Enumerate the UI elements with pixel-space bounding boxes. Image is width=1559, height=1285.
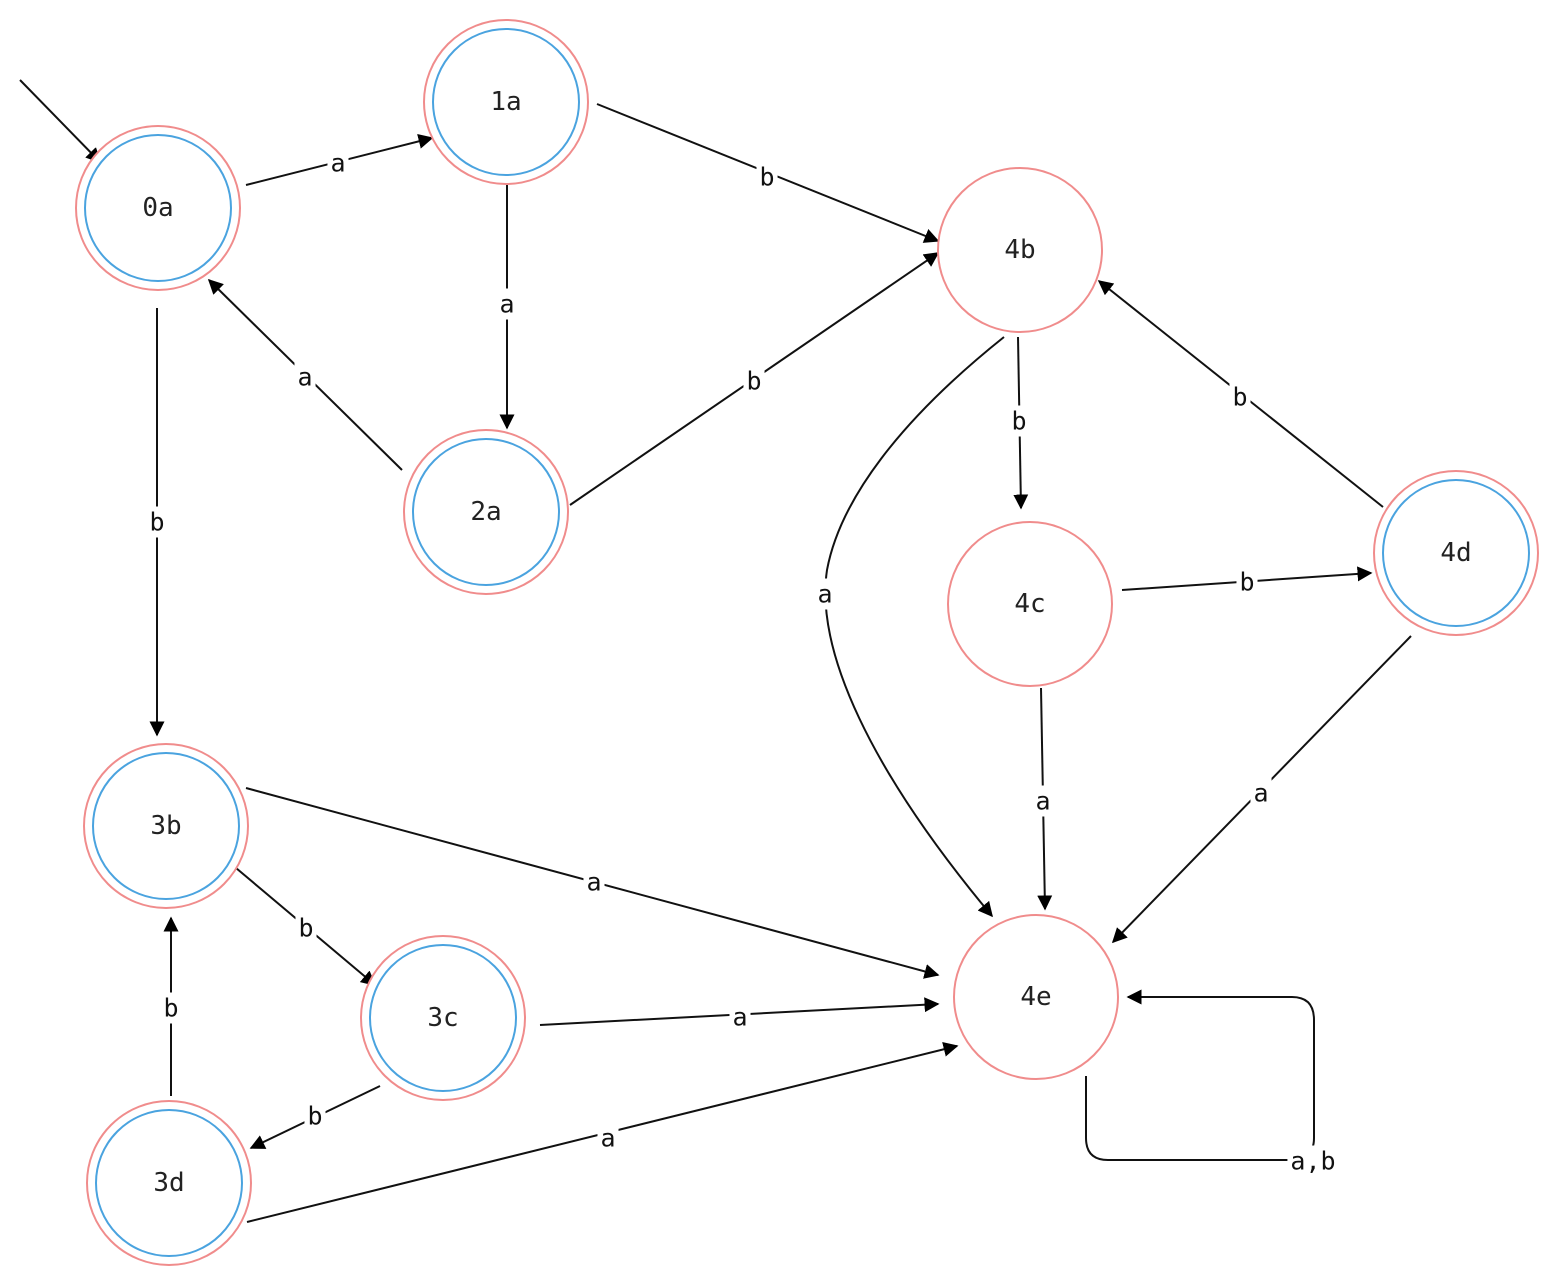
state-label-3b: 3b [150,811,181,841]
transition-label-bg [1229,381,1251,413]
transition-label-bg [295,912,317,944]
transition-label-4d-4e: a [1253,779,1268,808]
state-4b: 4b [937,167,1103,333]
state-label-4d: 4d [1440,538,1471,568]
transition-label-bg [1032,785,1054,817]
transition-label-bg [583,866,605,898]
state-label-4b: 4b [1004,235,1035,265]
transition-label-bg [1287,1145,1339,1177]
start-arrow [19,79,102,164]
transition-label-0a-1a: a [330,149,345,178]
state-4c: 4c [947,521,1113,687]
transition-label-3b-4e: a [586,868,601,897]
transition-label-bg [597,1122,619,1154]
state-circle [937,167,1103,333]
state-3d: 3d [86,1100,252,1266]
transition-label-3c-3d: b [307,1102,322,1131]
accepting-ring [95,1109,243,1257]
state-label-3d: 3d [153,1168,184,1198]
state-1a: 1a [423,19,589,185]
state-circle [360,935,526,1101]
transition-label-bg [729,1001,751,1033]
state-2a: 2a [403,429,569,595]
transition-4e-4e [1085,989,1315,1161]
accepting-ring [432,28,580,176]
state-circle [83,743,249,909]
transition-label-bg [1236,566,1258,598]
transition-label-bg [743,365,765,397]
transition-label-2a-4b: b [746,367,761,396]
transition-labels: a b a b a b b a b a b a a b a b b a a,b [146,147,1339,1177]
transition-label-3d-3b: b [163,994,178,1023]
state-label-4c: 4c [1014,589,1045,619]
transition-label-bg [160,992,182,1024]
state-circle [75,125,241,291]
state-circle [953,914,1119,1080]
state-label-3c: 3c [427,1003,458,1033]
transition-label-bg [496,288,518,320]
transition-4b-4e [824,336,1005,918]
state-circle [1373,470,1539,636]
accepting-ring [369,944,517,1092]
transition-label-4e-4e: a,b [1290,1147,1335,1176]
accepting-ring [412,438,560,586]
state-3b: 3b [83,743,249,909]
state-circle [947,521,1113,687]
transition-label-4b-4c: b [1011,407,1026,436]
state-label-4e: 4e [1020,982,1051,1012]
transition-label-2a-0a: a [297,363,312,392]
transition-label-3b-3c: b [298,914,313,943]
states: 0a 1a 2a 3b 3c 3d 4b 4c 4d 4e [75,19,1539,1266]
state-0a: 0a [75,125,241,291]
transition-label-bg [756,161,778,193]
state-4d: 4d [1373,470,1539,636]
transition-label-bg [327,147,349,179]
transition-label-1a-2a: a [499,290,514,319]
accepting-ring [84,134,232,282]
transition-label-4d-4b: b [1232,383,1247,412]
state-circle [403,429,569,595]
transition-label-bg [1008,405,1030,437]
transition-label-1a-4b: b [759,163,774,192]
state-4e: 4e [953,914,1119,1080]
transition-label-bg [1250,777,1272,809]
transition-label-0a-3b: b [149,508,164,537]
transition-label-3c-4e: a [732,1003,747,1032]
state-3c: 3c [360,935,526,1101]
state-circle [86,1100,252,1266]
transition-label-4c-4e: a [1035,787,1050,816]
state-label-1a: 1a [490,87,521,117]
transition-label-4b-4e: a [817,580,832,609]
transition-label-4c-4d: b [1239,568,1254,597]
transition-label-bg [146,506,168,538]
transition-label-3d-4e: a [600,1124,615,1153]
accepting-ring [1382,479,1530,627]
state-label-2a: 2a [470,497,501,527]
transitions [149,103,1412,1223]
accepting-ring [92,752,240,900]
transition-label-bg [304,1100,326,1132]
transition-label-bg [814,578,836,610]
transition-label-bg [294,361,316,393]
state-label-0a: 0a [142,193,173,223]
state-circle [423,19,589,185]
